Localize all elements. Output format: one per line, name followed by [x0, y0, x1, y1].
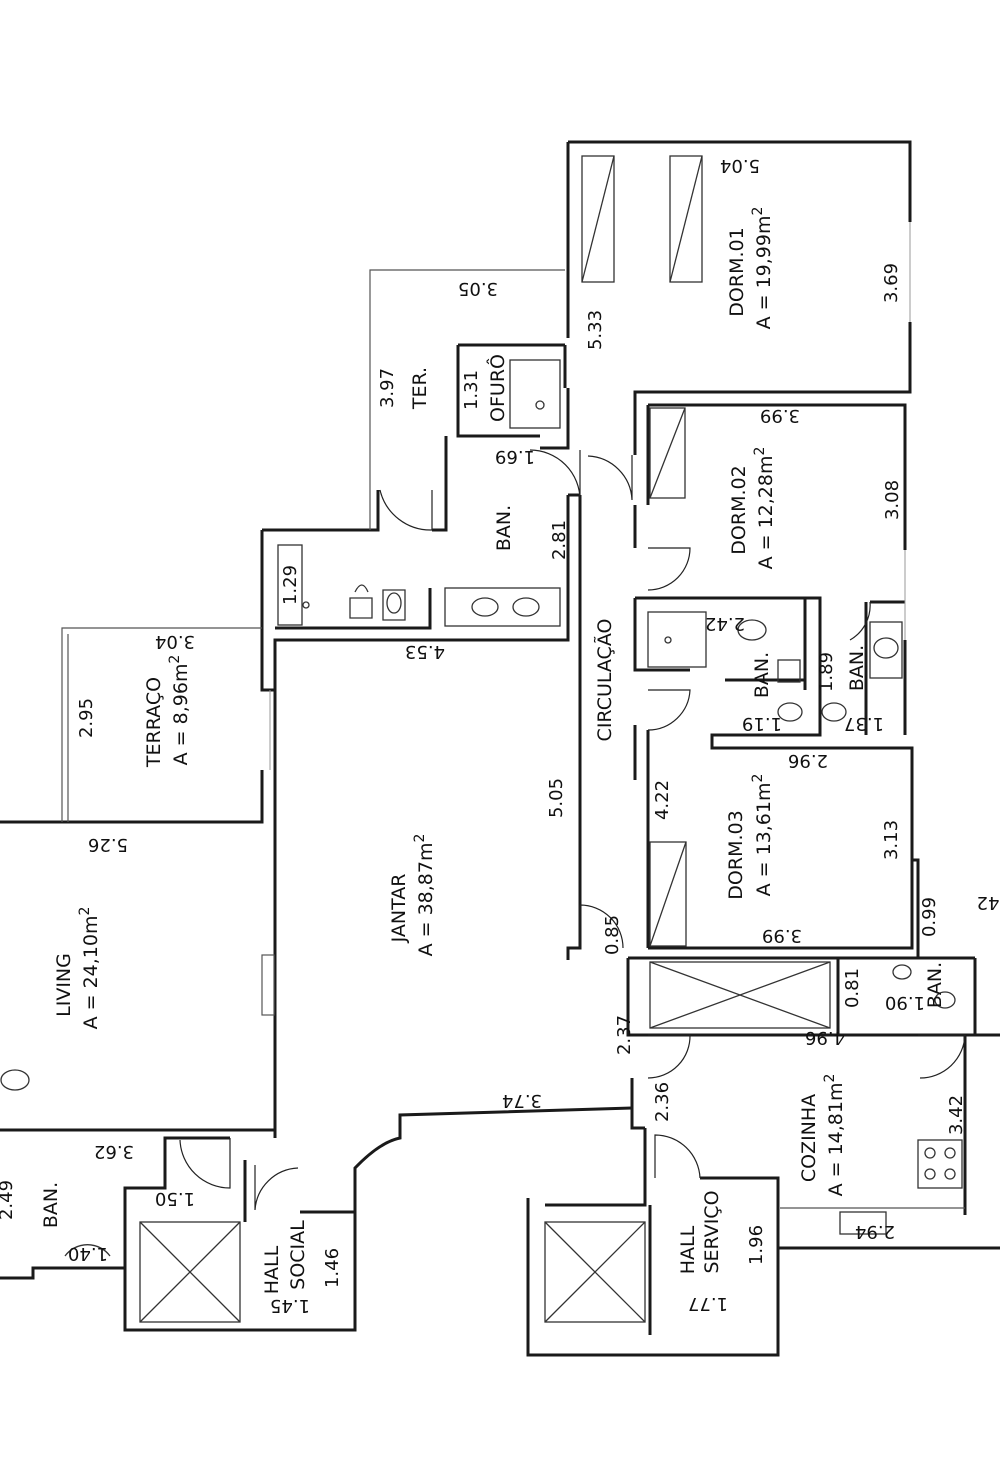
dim-150: 1.50 — [155, 1188, 195, 1209]
dim-533: 5.33 — [585, 310, 606, 350]
dim-399b: 3.99 — [762, 925, 802, 946]
room-ban-suite-name: BAN. — [493, 505, 515, 551]
dim-308: 3.08 — [882, 480, 903, 520]
room-ban-mid-name: BAN. — [751, 652, 773, 698]
dim-099: 0.99 — [919, 897, 940, 937]
room-ban-living-name: BAN. — [40, 1182, 62, 1228]
dim-137: 1.37 — [844, 713, 884, 734]
dim-369: 3.69 — [881, 263, 902, 303]
dim-169: 1.69 — [495, 446, 535, 467]
dim-296: 2.96 — [788, 750, 828, 771]
dim-399a: 3.99 — [760, 405, 800, 426]
dim-145: 1.45 — [270, 1295, 310, 1316]
dim-422: 4.22 — [652, 780, 673, 820]
dim-081: 0.81 — [842, 968, 863, 1008]
room-labels: DORM.01 A = 19,99m2 DORM.02 A = 12,28m2 … — [40, 207, 946, 1295]
dim-190: 1.90 — [885, 992, 925, 1013]
dim-196: 1.96 — [746, 1225, 767, 1265]
room-hall-social-line2: SOCIAL — [287, 1220, 309, 1290]
dim-505: 5.05 — [546, 778, 567, 818]
room-hall-servico-line1: HALL — [677, 1225, 699, 1274]
room-dorm03-area: A = 13,61m2 — [750, 774, 775, 897]
room-jantar-name: JANTAR — [388, 874, 410, 944]
dim-313: 3.13 — [881, 820, 902, 860]
room-terraco-area: A = 8,96m2 — [167, 655, 192, 766]
room-cozinha-name: COZINHA — [798, 1094, 820, 1182]
dim-131: 1.31 — [461, 370, 482, 410]
dim-374: 3.74 — [502, 1090, 542, 1111]
room-ban-kitchen-name: BAN. — [924, 962, 946, 1008]
dim-242: 2.42 — [705, 613, 745, 634]
room-living-area: A = 24,10m2 — [77, 907, 102, 1030]
dim-146: 1.46 — [322, 1248, 343, 1288]
room-ter-name: TER. — [409, 367, 431, 410]
dim-362: 3.62 — [94, 1141, 134, 1162]
room-cozinha-area: A = 14,81m2 — [822, 1074, 847, 1197]
dim-281: 2.81 — [549, 520, 570, 560]
dim-42: 42 — [977, 892, 1000, 913]
dim-305: 3.05 — [458, 278, 498, 299]
dimensions: 5.04 3.69 5.33 3.05 3.97 1.31 1.69 3.99 … — [0, 155, 999, 1316]
dim-085: 0.85 — [602, 915, 623, 955]
dim-342: 3.42 — [946, 1095, 967, 1135]
room-dorm01-area: A = 19,99m2 — [750, 207, 775, 330]
room-living-name: LIVING — [53, 953, 75, 1017]
room-dorm02-name: DORM.02 — [728, 465, 750, 554]
dim-304: 3.04 — [155, 631, 195, 652]
dim-496: 4.96 — [805, 1027, 845, 1048]
room-dorm03-name: DORM.03 — [725, 810, 747, 899]
room-ban-right-name: BAN. — [846, 645, 868, 691]
dim-453: 4.53 — [405, 641, 445, 662]
dim-189: 1.89 — [816, 652, 837, 692]
room-jantar-area: A = 38,87m2 — [412, 834, 437, 957]
dim-237: 2.37 — [614, 1015, 635, 1055]
dim-249: 2.49 — [0, 1180, 17, 1220]
dim-295: 2.95 — [76, 698, 97, 738]
fixtures — [0, 155, 965, 1323]
dim-119: 1.19 — [742, 713, 782, 734]
room-hall-servico-line2: SERVIÇO — [701, 1190, 723, 1273]
dim-397: 3.97 — [377, 368, 398, 408]
dim-140: 1.40 — [68, 1243, 108, 1264]
dim-129: 1.29 — [280, 565, 301, 605]
dim-236: 2.36 — [652, 1082, 673, 1122]
balconies — [61, 222, 911, 822]
dim-177: 1.77 — [688, 1293, 728, 1314]
dim-526: 5.26 — [88, 834, 128, 855]
dim-504: 5.04 — [720, 155, 760, 176]
room-ofuro-name: OFURÔ — [485, 354, 509, 422]
room-circulacao-name: CIRCULAÇÃO — [593, 619, 616, 742]
dim-294: 2.94 — [855, 1221, 895, 1242]
room-dorm01-name: DORM.01 — [726, 227, 748, 316]
room-dorm02-area: A = 12,28m2 — [752, 447, 777, 570]
room-hall-social-line1: HALL — [261, 1245, 283, 1294]
room-terraco-name: TERRAÇO — [143, 677, 165, 768]
doors — [179, 449, 966, 1211]
